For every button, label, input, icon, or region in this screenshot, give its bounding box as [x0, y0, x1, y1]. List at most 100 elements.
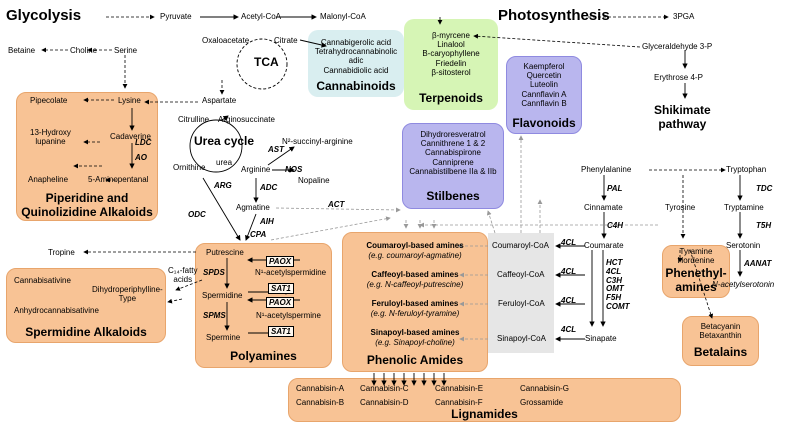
glyceraldehyde-label: Glyceraldehyde 3-P: [642, 42, 713, 51]
agmatine-label: Agmatine: [236, 203, 270, 212]
feruloyl-amines-example: (e.g. N-feruloyl-tyramine): [370, 309, 460, 318]
stilbenes-items: Dihydroresveratrol Cannithrene 1 & 2 Can…: [409, 130, 497, 176]
coumaroyl-coa-label: Coumaroyl-CoA: [492, 241, 549, 250]
arginine-label: Arginine: [241, 165, 271, 174]
enzyme-c4h: C4H: [607, 221, 624, 230]
photosynthesis-heading: Photosynthesis: [498, 7, 610, 24]
caffeoyl-amines-example: (e.g. N-caffeoyl-putrescine): [366, 280, 464, 289]
hydroxy-lupanine-label: 13-Hydroxy lupanine: [30, 128, 71, 147]
shikimate-heading: Shikimate pathway: [654, 103, 711, 131]
tryptophan-label: Tryptophan: [726, 165, 767, 174]
lignamide-item: Cannabisin-G: [520, 384, 569, 393]
coumarate-label: Coumarate: [584, 241, 624, 250]
n1-acetylspermidine-label: N¹-acetylspermidine: [255, 268, 327, 277]
enzyme-spds: SPDS: [203, 268, 225, 277]
enzyme-ast: AST: [268, 145, 284, 154]
terpenoids-box: [404, 19, 498, 110]
enzyme-sat1-a: SAT1: [268, 283, 294, 295]
flavonoids-items: Kaempferol Quercetin Luteolin Cannflavin…: [521, 62, 567, 108]
three-pga-label: 3PGA: [673, 12, 695, 21]
lignamide-item: Grossamide: [520, 398, 564, 407]
enzyme-aanat: AANAT: [744, 259, 772, 268]
nopaline-label: Nopaline: [298, 176, 330, 185]
enzyme-4cl-4: 4CL: [561, 325, 577, 334]
spermidine-label: Spermidine: [202, 291, 243, 300]
enzyme-ldc: LDC: [135, 138, 152, 147]
enzyme-aih: AIH: [260, 217, 274, 226]
anhydrocannabisativine-label: Anhydrocannabisativine: [14, 306, 99, 315]
enzyme-list-coumarate: HCT 4CL C3H OMT F5H COMT: [606, 258, 630, 311]
anapheline-label: Anapheline: [28, 175, 69, 184]
coumaroyl-amines-example: (e.g. coumaroyl-agmatine): [368, 251, 462, 260]
lignamides-title: Lignamides: [451, 407, 518, 421]
piperidine-box: [16, 92, 158, 221]
enzyme-4cl-1: 4CL: [561, 238, 577, 247]
aminopentanal-label: 5-Aminopentanal: [88, 175, 149, 184]
enzyme-ao: AO: [135, 153, 147, 162]
enzyme-4cl-2: 4CL: [561, 267, 577, 276]
polyamines-box: [195, 243, 332, 368]
cannabisativine-label: Cannabisativine: [14, 276, 71, 285]
cadaverine-label: Cadaverine: [110, 132, 151, 141]
enzyme-adc: ADC: [260, 183, 278, 192]
citrate-label: Citrate: [274, 36, 298, 45]
enzyme-pal: PAL: [607, 184, 623, 193]
flavonoids-box: [506, 56, 582, 134]
caffeoyl-coa-label: Caffeoyl-CoA: [497, 270, 545, 279]
piperidine-title: Piperidine and Quinolizidine Alkaloids: [21, 191, 153, 219]
acetyl-coa-label: Acetyl-CoA: [241, 12, 282, 21]
feruloyl-amines-label: Feruloyl-based amines: [371, 299, 459, 308]
pipecolate-label: Pipecolate: [30, 96, 68, 105]
lignamide-item: Cannabisin-A: [296, 384, 345, 393]
enzyme-odc: ODC: [188, 210, 206, 219]
lysine-label: Lysine: [118, 96, 141, 105]
lignamide-item: Cannabisin-C: [360, 384, 409, 393]
tropine-label: Tropine: [48, 248, 75, 257]
lignamide-item: Cannabisin-B: [296, 398, 345, 407]
c14-fatty-acids-label: C₁₄-fatty acids: [168, 266, 198, 285]
arginosuccinate-label: Arginosuccinate: [218, 115, 275, 124]
sinapoyl-amines-example: (e.g. Sinapoyl-choline): [375, 338, 455, 347]
lignamide-item: Cannabisin-F: [435, 398, 483, 407]
lignamides-box: [288, 378, 681, 422]
polyamines-title: Polyamines: [230, 349, 297, 363]
enzyme-4cl-3: 4CL: [561, 296, 577, 305]
putrescine-label: Putrescine: [206, 248, 244, 257]
n1-acetylspermine-label: N¹-acetylspermine: [256, 311, 321, 320]
erythrose-label: Erythrose 4-P: [654, 73, 703, 82]
oxaloacetate-label: Oxaloacetate: [202, 36, 250, 45]
stilbenes-box: [402, 123, 504, 209]
phenethylamines-items: Tyramine Hordenine: [677, 247, 715, 266]
betalains-items: Betacyanin Betaxanthin: [699, 322, 742, 341]
urea-label: urea: [216, 158, 233, 167]
choline-label: Choline: [70, 46, 98, 55]
lignamide-item: Cannabisin-E: [435, 384, 484, 393]
enzyme-nos: NOS: [285, 165, 303, 174]
n2-succinyl-arginine-label: N²-succinyl-arginine: [282, 137, 353, 146]
cannabinoids-items: Cannabigerolic acid Tetrahydrocannabinol…: [314, 38, 398, 75]
betalains-title: Betalains: [693, 345, 748, 359]
enzyme-paox-2: PAOX: [266, 297, 295, 309]
n-acetylserotonin-label: N-acetylserotonin: [712, 280, 775, 289]
coumaroyl-amines-label: Coumaroyl-based amines: [366, 241, 464, 250]
lignamide-item: Cannabisin-D: [360, 398, 409, 407]
terpenoids-items: β-myrcene Linalool B-caryophyllene Fried…: [422, 31, 480, 77]
malonyl-coa-label: Malonyl-CoA: [320, 12, 366, 21]
flavonoids-title: Flavonoids: [512, 116, 576, 130]
phenethylamines-title: Phenethyl- amines: [665, 266, 727, 294]
serine-label: Serine: [114, 46, 138, 55]
ornithine-label: Ornithine: [173, 163, 206, 172]
aspartate-label: Aspartate: [202, 96, 237, 105]
enzyme-act: ACT: [328, 200, 345, 209]
spermidine-alkaloids-box: [6, 268, 166, 343]
cannabinoids-box: [308, 30, 404, 97]
spermidine-alkaloids-title: Spermidine Alkaloids: [25, 325, 147, 339]
terpenoids-title: Terpenoids: [419, 91, 483, 105]
enzyme-cpa: CPA: [250, 230, 267, 239]
spermine-label: Spermine: [206, 333, 241, 342]
enzyme-arg: ARG: [214, 181, 232, 190]
betaine-label: Betaine: [8, 46, 36, 55]
enzyme-paox-1: PAOX: [266, 256, 295, 268]
